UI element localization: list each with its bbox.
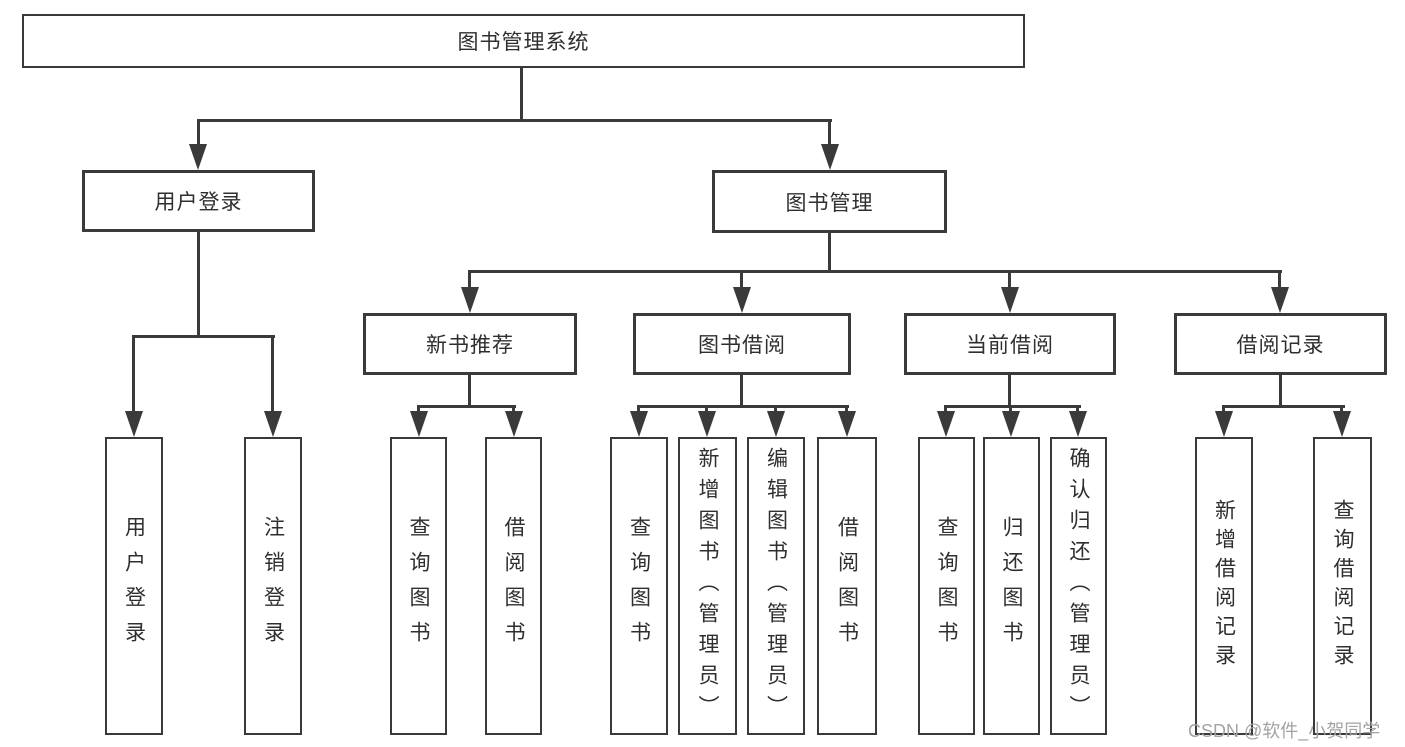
connector-stem-user-login: [197, 119, 200, 144]
connector-stem-new-book: [468, 270, 471, 288]
connector-stem-leaf: [944, 405, 947, 413]
connector-rail: [944, 405, 1081, 408]
connector-stem-leaf: [774, 405, 777, 413]
node-root-label: 图书管理系统: [457, 31, 590, 54]
node-current-borrow-label: 当前借阅: [966, 334, 1054, 357]
connector-stem-borrow-records: [1278, 270, 1281, 288]
connector-stem-leaf: [271, 335, 274, 411]
connector-rail: [637, 405, 849, 408]
connector-stem-leaf: [512, 405, 515, 413]
node-new-book-recommend: 新书推荐: [363, 313, 577, 375]
node-book-borrow-label: 图书借阅: [698, 334, 786, 357]
node-leaf-add-book-admin: 新增图书（管理员）: [678, 437, 737, 735]
node-leaf-query-books-3-label: 查询图书: [935, 516, 958, 656]
connector-stem-leaf: [132, 335, 135, 411]
connector-arrowhead: [838, 411, 856, 437]
connector-userlogin-stem: [197, 232, 200, 336]
node-leaf-borrow-books-1-label: 借阅图书: [502, 516, 525, 656]
connector-arrowhead: [698, 411, 716, 437]
node-book-management-label: 图书管理: [785, 191, 874, 215]
node-book-management: 图书管理: [712, 170, 947, 233]
connector-rail: [417, 405, 516, 408]
connector-arrowhead: [821, 144, 839, 170]
node-user-login-label: 用户登录: [154, 191, 243, 214]
connector-arrowhead: [410, 411, 428, 437]
connector-stem: [740, 375, 743, 407]
connector-arrowhead: [264, 411, 282, 437]
connector-root-stem: [520, 68, 523, 119]
connector-arrowhead: [1001, 287, 1019, 313]
connector-arrowhead: [630, 411, 648, 437]
node-leaf-query-borrow-record-label: 查询借阅记录: [1331, 499, 1354, 673]
connector-arrowhead: [733, 287, 751, 313]
node-borrow-records: 借阅记录: [1174, 313, 1387, 375]
connector-stem-leaf: [705, 405, 708, 413]
connector-stem-current-borrow: [1008, 270, 1011, 288]
connector-stem-leaf: [417, 405, 420, 413]
connector-root-rail: [197, 119, 832, 122]
connector-bookmgmt-stem: [828, 233, 831, 271]
connector-stem: [1279, 375, 1282, 407]
connector-arrowhead: [1215, 411, 1233, 437]
connector-arrowhead: [1333, 411, 1351, 437]
node-root: 图书管理系统: [22, 14, 1025, 68]
connector-bookmgmt-rail: [468, 270, 1282, 273]
node-leaf-user-login-label: 用户登录: [122, 516, 146, 656]
node-leaf-edit-book-admin-label: 编辑图书（管理员）: [764, 446, 788, 726]
node-new-book-recommend-label: 新书推荐: [426, 334, 514, 357]
node-leaf-confirm-return-admin: 确认归还（管理员）: [1050, 437, 1107, 735]
node-leaf-query-books-2-label: 查询图书: [627, 516, 651, 656]
connector-arrowhead: [189, 144, 207, 170]
node-leaf-edit-book-admin: 编辑图书（管理员）: [747, 437, 805, 735]
connector-arrowhead: [767, 411, 785, 437]
node-leaf-add-book-admin-label: 新增图书（管理员）: [696, 446, 719, 726]
node-leaf-borrow-books-2: 借阅图书: [817, 437, 877, 735]
node-leaf-query-borrow-record: 查询借阅记录: [1313, 437, 1372, 735]
connector-stem: [1008, 375, 1011, 407]
connector-arrowhead: [505, 411, 523, 437]
node-leaf-logout: 注销登录: [244, 437, 302, 735]
node-leaf-borrow-books-2-label: 借阅图书: [835, 516, 859, 656]
connector-arrowhead: [1002, 411, 1020, 437]
connector-arrowhead: [1069, 411, 1087, 437]
connector-arrowhead: [937, 411, 955, 437]
connector-stem-leaf: [637, 405, 640, 413]
node-leaf-return-books: 归还图书: [983, 437, 1040, 735]
csdn-watermark: CSDN @软件_小贺同学: [1188, 721, 1381, 741]
node-leaf-user-login: 用户登录: [105, 437, 163, 735]
connector-stem: [468, 375, 471, 407]
node-leaf-return-books-label: 归还图书: [1000, 516, 1023, 656]
node-current-borrow: 当前借阅: [904, 313, 1116, 375]
node-leaf-borrow-books-1: 借阅图书: [485, 437, 542, 735]
connector-stem-leaf: [1340, 405, 1343, 413]
connector-stem-book-management: [828, 119, 831, 144]
node-book-borrow: 图书借阅: [633, 313, 851, 375]
connector-arrowhead: [461, 287, 479, 313]
node-leaf-confirm-return-admin-label: 确认归还（管理员）: [1067, 446, 1090, 726]
connector-stem-leaf: [1222, 405, 1225, 413]
node-leaf-query-books-1-label: 查询图书: [407, 516, 430, 656]
node-borrow-records-label: 借阅记录: [1236, 334, 1325, 357]
node-leaf-query-books-1: 查询图书: [390, 437, 447, 735]
connector-stem-book-borrow: [740, 270, 743, 288]
node-leaf-query-books-2: 查询图书: [610, 437, 668, 735]
connector-arrowhead: [125, 411, 143, 437]
connector-arrowhead: [1271, 287, 1289, 313]
node-leaf-logout-label: 注销登录: [261, 516, 285, 656]
connector-userlogin-rail: [132, 335, 275, 338]
node-leaf-add-borrow-record-label: 新增借阅记录: [1212, 499, 1236, 673]
connector-rail: [1222, 405, 1345, 408]
node-user-login: 用户登录: [82, 170, 315, 232]
node-leaf-query-books-3: 查询图书: [918, 437, 975, 735]
node-leaf-add-borrow-record: 新增借阅记录: [1195, 437, 1253, 735]
connector-stem-leaf: [845, 405, 848, 413]
connector-stem-leaf: [1009, 405, 1012, 413]
connector-stem-leaf: [1076, 405, 1079, 413]
